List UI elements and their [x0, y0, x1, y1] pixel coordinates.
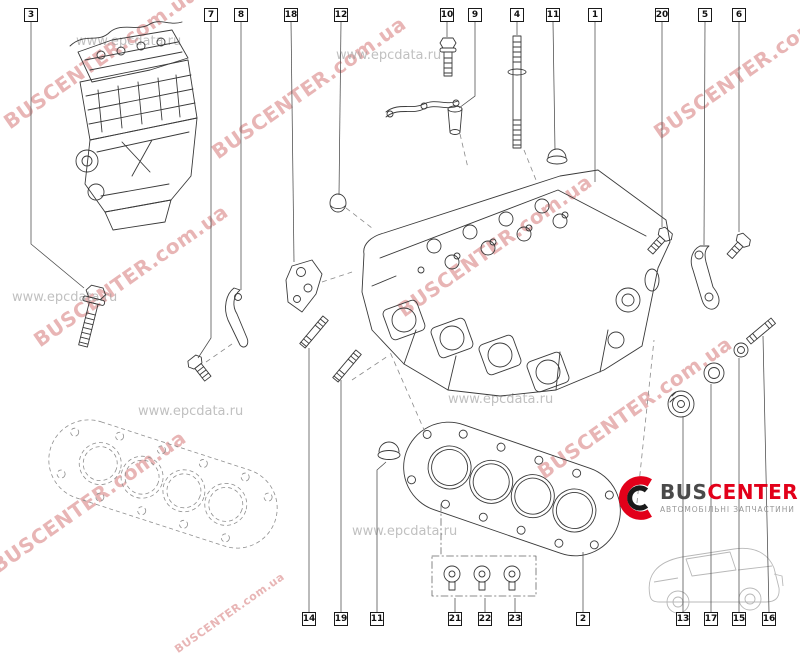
oil-rail-drawing — [385, 99, 460, 118]
bracket-drawing-18 — [285, 259, 323, 313]
callout-5[interactable]: 5 — [698, 8, 712, 22]
leader-line-18 — [290, 21, 295, 263]
watermark-epcdata: www.epcdata.ru — [138, 404, 244, 419]
cylinder-head-drawing — [361, 169, 671, 397]
watermark-epcdata: www.epcdata.ru — [76, 34, 182, 49]
stud-drawing-19 — [332, 349, 362, 383]
buscenter-logo-icon — [618, 476, 652, 520]
logo-name: BUSCENTER — [660, 482, 798, 502]
callout-11[interactable]: 11 — [546, 8, 560, 22]
watermark-epcdata: www.epcdata.ru — [448, 392, 554, 407]
callout-22[interactable]: 22 — [478, 612, 492, 626]
watermark-epcdata: www.epcdata.ru — [336, 48, 442, 63]
callout-7[interactable]: 7 — [204, 8, 218, 22]
gasket-outline-drawing — [48, 419, 278, 549]
logo-tagline: АВТОМОБІЛЬНІ ЗАПЧАСТИНИ — [660, 505, 795, 514]
bolt-drawing-7 — [187, 354, 212, 382]
bolt-drawing-10 — [439, 37, 457, 77]
leader-line-7 — [197, 22, 212, 359]
callout-2[interactable]: 2 — [576, 612, 590, 626]
logo-text: BUSCENTER АВТОМОБІЛЬНІ ЗАПЧАСТИНИ — [660, 482, 798, 514]
bracket-drawing-8 — [225, 287, 249, 348]
callout-13[interactable]: 13 — [676, 612, 690, 626]
bracket-drawing-5 — [690, 245, 720, 310]
callout-12[interactable]: 12 — [334, 8, 348, 22]
callout-3[interactable]: 3 — [24, 8, 38, 22]
callout-21[interactable]: 21 — [448, 612, 462, 626]
logo-name-center: CENTER — [707, 480, 799, 504]
logo-name-bus: BUS — [660, 480, 708, 504]
callout-17[interactable]: 17 — [704, 612, 718, 626]
bolt-drawing-6 — [726, 232, 751, 260]
leader-lines-layer — [30, 21, 770, 613]
seal-ring-drawing-15 — [733, 342, 749, 358]
stud-drawing-4 — [507, 35, 527, 149]
bolt-drawing-20 — [647, 226, 673, 255]
van-sketch — [648, 547, 784, 614]
leader-line-9 — [458, 22, 476, 109]
assembly-guide-lines — [205, 133, 655, 513]
watermark-epcdata: www.epcdata.ru — [352, 524, 458, 539]
leader-line-5 — [703, 21, 706, 246]
valve-guide-drawing-9 — [447, 105, 463, 135]
plug-drawing-11-top — [546, 148, 568, 165]
head-gasket-drawing — [403, 421, 621, 557]
leader-line-16 — [762, 335, 770, 613]
stud-drawing-14 — [299, 315, 329, 349]
leader-line-3 — [30, 22, 85, 289]
callout-1[interactable]: 1 — [588, 8, 602, 22]
callout-15[interactable]: 15 — [732, 612, 746, 626]
callout-9[interactable]: 9 — [468, 8, 482, 22]
callout-19[interactable]: 19 — [334, 612, 348, 626]
callout-10[interactable]: 10 — [440, 8, 454, 22]
watermark-epcdata: www.epcdata.ru — [12, 290, 118, 305]
callout-4[interactable]: 4 — [510, 8, 524, 22]
callout-18[interactable]: 18 — [284, 8, 298, 22]
leader-line-11 — [552, 21, 556, 151]
bolt-drawing-3 — [78, 284, 106, 348]
buscenter-logo: BUSCENTER АВТОМОБІЛЬНІ ЗАПЧАСТИНИ — [612, 470, 798, 526]
callout-14[interactable]: 14 — [302, 612, 316, 626]
cap-drawing-13 — [667, 390, 695, 418]
stud-drawing-16 — [746, 317, 776, 345]
small-parts-drawing-21-22-23 — [431, 503, 537, 597]
callout-6[interactable]: 6 — [732, 8, 746, 22]
callout-23[interactable]: 23 — [508, 612, 522, 626]
callout-11[interactable]: 11 — [370, 612, 384, 626]
seal-cap-drawing-12 — [329, 193, 347, 213]
engine-assembly-drawing — [69, 21, 198, 231]
seal-ring-drawing-17 — [703, 362, 725, 384]
callout-20[interactable]: 20 — [655, 8, 669, 22]
leader-line-12 — [338, 21, 342, 196]
plug-drawing-11-bottom — [377, 441, 401, 460]
callout-8[interactable]: 8 — [234, 8, 248, 22]
callout-16[interactable]: 16 — [762, 612, 776, 626]
leader-line-11 — [376, 461, 387, 612]
